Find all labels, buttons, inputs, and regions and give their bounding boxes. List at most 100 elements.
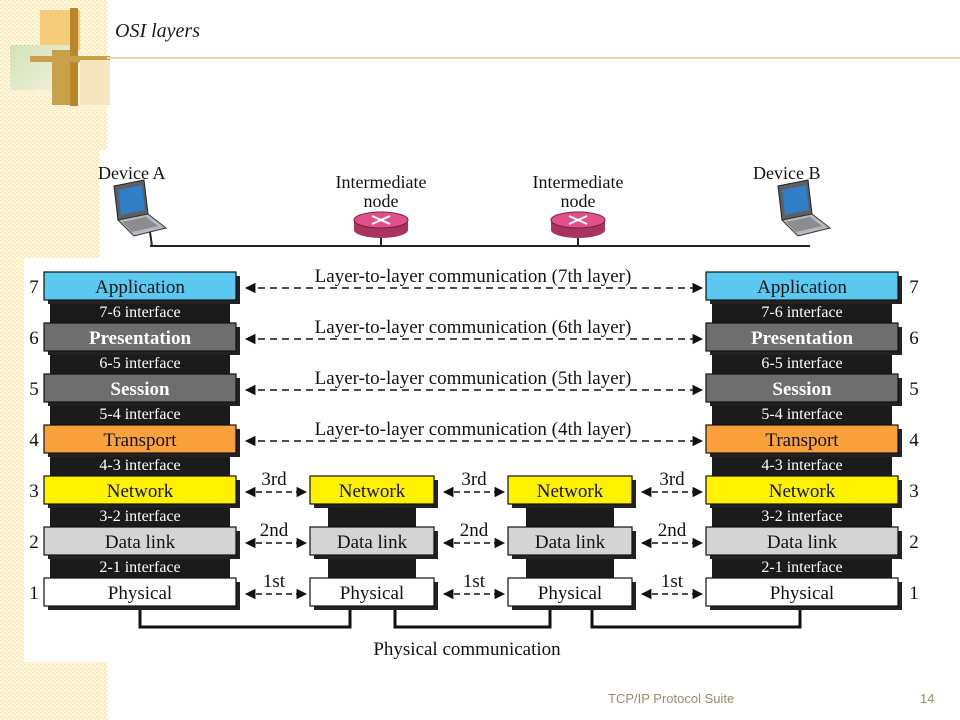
layer-number: 1 (29, 583, 39, 604)
layer-number: 4 (909, 430, 919, 451)
layer-number: 6 (909, 328, 919, 349)
layer-box (43, 271, 237, 301)
interface-band (712, 453, 892, 476)
hop-arrow-label: 1st (463, 571, 486, 592)
layer-box (43, 475, 237, 505)
layer-label: Data link (337, 532, 408, 553)
layer-box (309, 526, 435, 556)
label-background (310, 368, 636, 389)
layer-box (43, 322, 237, 352)
interface-label: 2-1 interface (761, 559, 842, 576)
hop-arrow-label: 2nd (658, 520, 687, 541)
hop-arrow-label: 1st (263, 571, 286, 592)
layer-number: 5 (909, 379, 919, 400)
layer-label: Application (95, 277, 185, 298)
layer-number: 3 (909, 481, 919, 502)
layer-box (309, 475, 435, 505)
layer-box (43, 577, 237, 607)
intermediate-node-2-label-line1: Intermediate (533, 172, 624, 192)
peer-arrow-label: Layer-to-layer communication (5th layer) (315, 368, 632, 389)
physical-communication-path (138, 610, 802, 629)
layer-box (705, 322, 899, 352)
router-icon (550, 211, 606, 238)
layer-box (43, 373, 237, 403)
layer-label: Network (107, 481, 174, 502)
layer-label: Network (769, 481, 836, 502)
layer-number: 2 (909, 532, 919, 553)
interface-band (50, 555, 230, 578)
layer-label: Physical (538, 583, 602, 604)
layer-label: Transport (765, 430, 839, 451)
device-b-label: Device B (753, 163, 820, 183)
interface-band (50, 402, 230, 425)
label-background (310, 419, 636, 440)
interface-band (712, 351, 892, 374)
layer-label: Session (110, 379, 170, 400)
hop-arrow-label: 2nd (260, 520, 289, 541)
layer-number: 7 (909, 277, 919, 298)
layer-box (43, 526, 237, 556)
interface-label: 6-5 interface (761, 355, 842, 372)
interface-label: 4-3 interface (761, 457, 842, 474)
layer-label: Presentation (751, 328, 853, 349)
layer-box (705, 373, 899, 403)
layer-number: 6 (29, 328, 39, 349)
interface-band (50, 300, 230, 323)
layer-box (309, 577, 435, 607)
layer-label: Data link (767, 532, 838, 553)
interface-band (712, 504, 892, 527)
interface-band (712, 555, 892, 578)
layer-box (705, 526, 899, 556)
hop-arrow-label: 3rd (461, 469, 487, 490)
page-number: 14 (920, 691, 934, 706)
router-icon (353, 211, 409, 238)
label-background (310, 317, 636, 338)
layer-number: 5 (29, 379, 39, 400)
interface-band (50, 351, 230, 374)
layer-label: Physical (340, 583, 404, 604)
layer-label: Session (772, 379, 832, 400)
hop-arrow-label: 3rd (261, 469, 287, 490)
layer-label: Network (537, 481, 604, 502)
intermediate-node-1-label-line2: node (364, 191, 399, 211)
layer-number: 7 (29, 277, 39, 298)
layer-number: 4 (29, 430, 39, 451)
layer-number: 2 (29, 532, 39, 553)
layer-label: Data link (535, 532, 606, 553)
layer-label: Data link (105, 532, 176, 553)
layer-label: Presentation (89, 328, 191, 349)
layer-box (43, 424, 237, 454)
laptop-icon (777, 179, 832, 237)
slide-title: OSI layers (115, 20, 200, 42)
physical-communication-label: Physical communication (373, 639, 561, 660)
interface-label: 4-3 interface (99, 457, 180, 474)
interface-label: 3-2 interface (99, 508, 180, 525)
layer-box (705, 475, 899, 505)
layer-label: Physical (770, 583, 834, 604)
layer-box (705, 577, 899, 607)
layer-number: 1 (909, 583, 919, 604)
interface-label: 6-5 interface (99, 355, 180, 372)
interface-label: 2-1 interface (99, 559, 180, 576)
layer-label: Network (339, 481, 406, 502)
layer-number: 3 (29, 481, 39, 502)
layer-box (705, 271, 899, 301)
peer-communication-arrows: Layer-to-layer communication (7th layer)… (244, 266, 704, 447)
interface-band (712, 402, 892, 425)
peer-arrow-label: Layer-to-layer communication (7th layer) (315, 266, 632, 287)
layer-label: Application (757, 277, 847, 298)
footer-text: TCP/IP Protocol Suite (608, 691, 734, 706)
hop-arrow-label: 2nd (460, 520, 489, 541)
layer-box (507, 577, 633, 607)
layer-box (507, 526, 633, 556)
intermediate-node-1-label-line1: Intermediate (336, 172, 427, 192)
interface-label: 3-2 interface (761, 508, 842, 525)
layer-box (705, 424, 899, 454)
hop-arrow-label: 1st (661, 571, 684, 592)
